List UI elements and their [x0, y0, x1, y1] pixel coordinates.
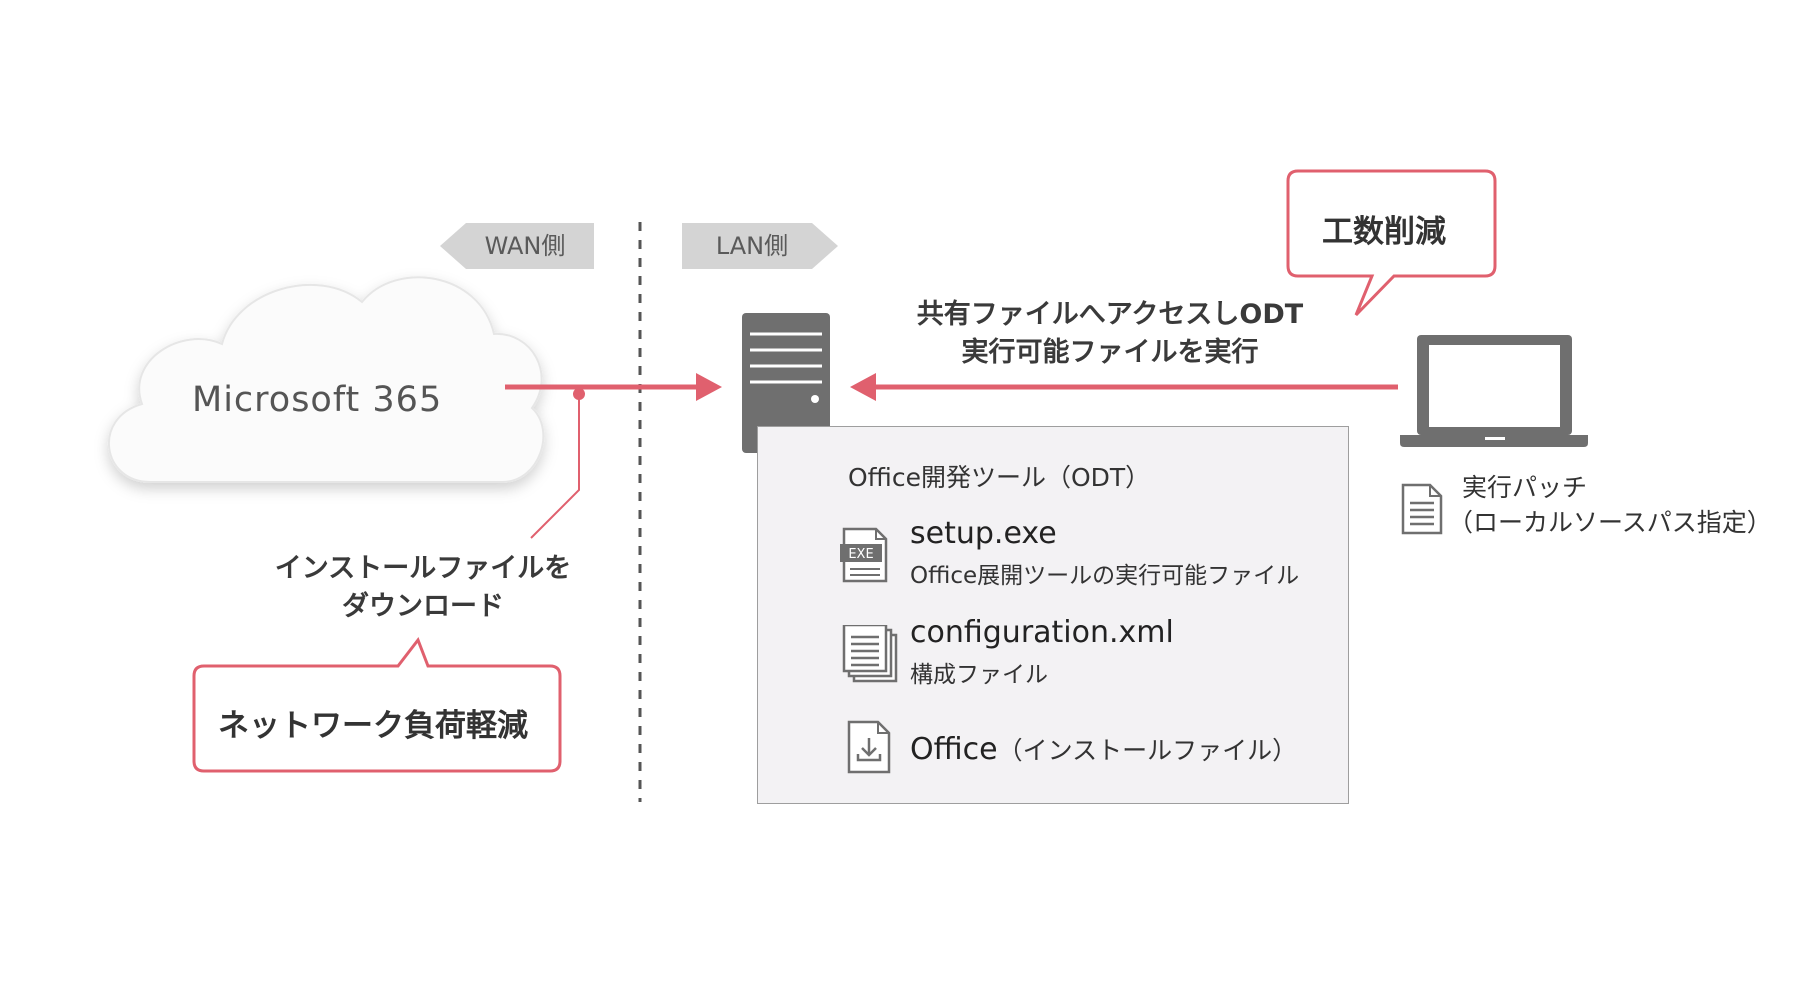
server-icon [742, 313, 830, 453]
access-arrow [850, 373, 1398, 401]
odt-panel-title: Office開発ツール（ODT） [848, 463, 1151, 492]
cloud-icon [107, 276, 545, 483]
network-callout-bubble [192, 636, 562, 773]
config-file-icon [842, 625, 898, 683]
lan-side-tag: LAN側 [682, 223, 838, 269]
effort-callout-text: 工数削減 [1322, 214, 1446, 250]
download-arrow [505, 373, 722, 401]
patch-label: 実行パッチ （ローカルソースパス指定） [1448, 470, 1772, 540]
file-name-office: Office [910, 732, 998, 767]
download-note: インストールファイルを ダウンロード [268, 550, 578, 626]
wan-side-tag: WAN側 [440, 223, 594, 269]
download-note-line1: インストールファイルを [274, 553, 572, 584]
access-note-line1: 共有ファイルへアクセスしODT [916, 299, 1304, 330]
download-note-line2: ダウンロード [342, 591, 504, 622]
effort-callout-bubble [1286, 169, 1497, 317]
file-desc-office: （インストールファイル） [997, 736, 1298, 765]
file-desc-config: 構成ファイル [910, 662, 1048, 688]
file-name-config: configuration.xml [910, 615, 1174, 650]
patch-label-line2: （ローカルソースパス指定） [1448, 508, 1772, 537]
laptop-icon [1400, 335, 1588, 447]
network-callout-text: ネットワーク負荷軽減 [218, 708, 528, 744]
download-file-icon [847, 720, 891, 774]
download-leader [530, 388, 585, 539]
exe-badge-text: EXE [848, 547, 873, 562]
access-note: 共有ファイルへアクセスしODT 実行可能ファイルを実行 [905, 296, 1315, 372]
exe-file-icon: EXE [840, 527, 888, 583]
file-name-setup: setup.exe [910, 516, 1057, 551]
file-desc-setup: Office展開ツールの実行可能ファイル [910, 563, 1300, 589]
access-note-line2: 実行可能ファイルを実行 [961, 337, 1259, 368]
patch-file-icon [1401, 483, 1443, 535]
cloud-label: Microsoft 365 [192, 380, 443, 420]
file-office-row: Office（インストールファイル） [910, 731, 1297, 767]
patch-label-line1: 実行パッチ [1462, 473, 1588, 502]
